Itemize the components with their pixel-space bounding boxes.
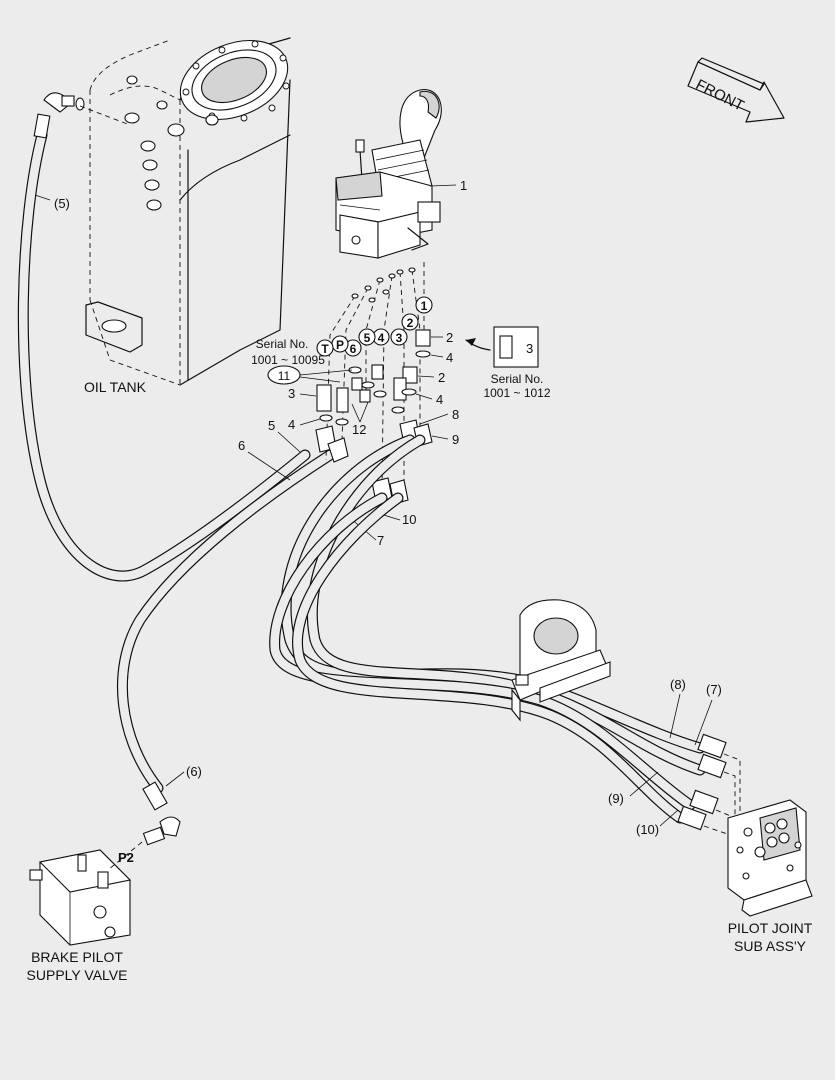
hose-clamp-icon xyxy=(511,599,611,722)
callout-4b: 4 xyxy=(436,392,443,407)
elbow-fitting-icon xyxy=(33,92,85,139)
front-label: FRONT xyxy=(693,76,747,115)
callout-9: 9 xyxy=(452,432,459,447)
callout-h5: (5) xyxy=(54,196,70,211)
svg-text:1: 1 xyxy=(421,299,428,313)
callout-2a: 2 xyxy=(446,330,453,345)
hose-end-fitting-icon xyxy=(677,733,727,831)
callout-11-oval: 11 xyxy=(267,365,353,385)
serial-left-2: 1001 ~ 10095 xyxy=(251,353,325,367)
svg-text:T: T xyxy=(321,342,329,356)
hose-bundle xyxy=(269,434,706,824)
svg-text:3: 3 xyxy=(396,331,403,345)
svg-text:2: 2 xyxy=(407,316,414,330)
oil-tank-label: OIL TANK xyxy=(84,379,147,395)
callout-h9: (9) xyxy=(608,791,624,806)
callout-3b: 3 xyxy=(526,341,533,356)
serial-inset-box xyxy=(465,326,539,368)
hose-5 xyxy=(17,129,311,582)
svg-text:6: 6 xyxy=(350,342,357,356)
callout-4c: 4 xyxy=(288,417,295,432)
pilot-joint-icon xyxy=(727,799,813,917)
callout-10: 10 xyxy=(402,512,416,527)
hose-6 xyxy=(117,449,336,794)
callout-h7: (7) xyxy=(706,682,722,697)
adapter-icon xyxy=(316,329,431,413)
svg-text:4: 4 xyxy=(378,331,385,345)
brake-valve-label-1: BRAKE PILOT xyxy=(31,949,123,965)
svg-text:11: 11 xyxy=(278,369,291,383)
serial-right-2: 1001 ~ 1012 xyxy=(483,386,550,400)
pilot-joint-label-1: PILOT JOINT xyxy=(728,920,813,936)
callout-5: 5 xyxy=(268,418,275,433)
callout-3a: 3 xyxy=(288,386,295,401)
port-circle-2: 2 xyxy=(401,313,419,331)
o-ring-icon xyxy=(319,350,431,426)
joystick-valve-icon xyxy=(335,89,442,259)
serial-right-1: Serial No. xyxy=(491,372,544,386)
callout-h6: (6) xyxy=(186,764,202,779)
port-circle-5: 5 xyxy=(358,328,376,346)
port-circle-p: P xyxy=(331,335,349,353)
svg-text:5: 5 xyxy=(364,331,371,345)
port-circle-3: 3 xyxy=(390,328,408,346)
callout-h10: (10) xyxy=(636,822,659,837)
port-p2-label: P2 xyxy=(118,850,134,865)
port-circle-1: 1 xyxy=(415,296,433,314)
front-arrow-icon: FRONT xyxy=(687,57,785,123)
serial-left-1: Serial No. xyxy=(256,337,309,351)
callout-7: 7 xyxy=(377,533,384,548)
callout-12: 12 xyxy=(352,422,366,437)
brake-pilot-valve-icon xyxy=(29,816,181,946)
port-circle-t: T xyxy=(316,339,334,357)
oil-tank-icon: OIL TANK xyxy=(84,37,291,395)
callout-1: 1 xyxy=(460,178,467,193)
svg-text:P: P xyxy=(336,338,344,352)
callout-6: 6 xyxy=(238,438,245,453)
screw-icon xyxy=(351,267,416,303)
callout-h8: (8) xyxy=(670,677,686,692)
callout-4a: 4 xyxy=(446,350,453,365)
callout-2b: 2 xyxy=(438,370,445,385)
callout-8: 8 xyxy=(452,407,459,422)
brake-valve-label-2: SUPPLY VALVE xyxy=(27,967,128,983)
pilot-joint-label-2: SUB ASS'Y xyxy=(734,938,807,954)
